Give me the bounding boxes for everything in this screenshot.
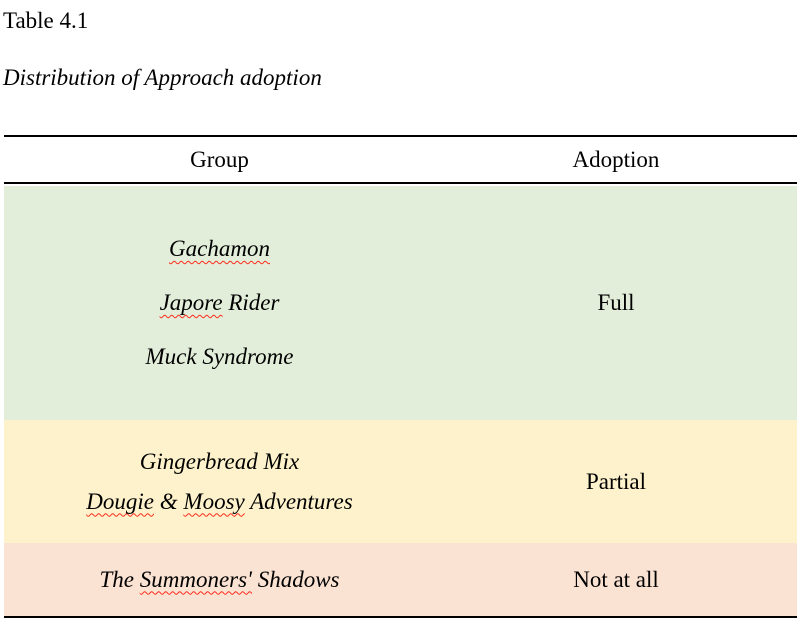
group-name: Japore Rider <box>4 276 435 330</box>
adoption-value: Not at all <box>573 566 659 592</box>
adoption-value: Partial <box>585 468 647 494</box>
misspelled-word: Gachamon <box>169 236 270 261</box>
misspelled-word: Dougie <box>86 488 155 514</box>
table-header-row: Group Adoption <box>4 137 797 184</box>
text-segment: The <box>99 566 140 592</box>
group-cell: The Summoners' Shadows <box>4 543 435 616</box>
misspelled-word: Summoners' <box>139 566 252 592</box>
text-segment: Muck Syndrome <box>145 344 294 369</box>
text-segment: Adventures <box>244 488 353 514</box>
group-name: Muck Syndrome <box>4 330 435 384</box>
column-header-adoption: Adoption <box>572 146 660 172</box>
misspelled-word: Japore <box>159 290 223 315</box>
table-row: The Summoners' Shadows Not at all <box>4 543 797 616</box>
text-segment: Gingerbread Mix <box>139 448 300 474</box>
table-caption: Distribution of Approach adoption <box>3 65 322 90</box>
group-name: Gachamon <box>4 222 435 276</box>
adoption-cell: Not at all <box>435 543 797 616</box>
group-name: Gingerbread Mix <box>4 442 435 482</box>
group-name: The Summoners' Shadows <box>4 565 435 595</box>
misspelled-word: Moosy <box>183 488 245 514</box>
text-segment: Rider <box>222 290 280 315</box>
column-header-group: Group <box>190 146 249 172</box>
group-name: Dougie & Moosy Adventures <box>4 482 435 522</box>
adoption-cell: Full <box>435 186 797 420</box>
adoption-value: Full <box>597 290 635 315</box>
table-label: Table 4.1 <box>3 8 89 33</box>
adoption-cell: Partial <box>435 420 797 543</box>
text-segment: Shadows <box>251 566 340 592</box>
text-segment: & <box>154 488 184 514</box>
